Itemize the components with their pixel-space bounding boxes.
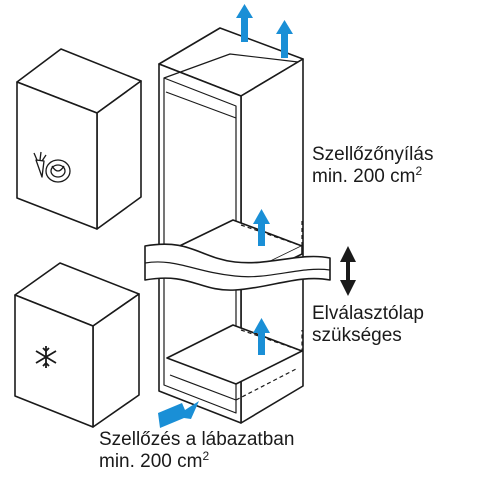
arrow-middle-icon (253, 209, 270, 246)
vegetables-icon (33, 151, 71, 183)
label-line: Szellőzőnyílás (312, 144, 434, 165)
label-line: szükséges (312, 325, 402, 346)
double-arrow-icon (340, 246, 356, 296)
snowflake-icon (35, 346, 57, 368)
label-line: Szellőzés a lábazatban (99, 429, 295, 450)
cutaway-sheet (144, 243, 331, 291)
superscript: 2 (202, 449, 210, 463)
label-base-ventilation: Szellőzés a lábazatban min. 200 cm2 (99, 429, 294, 473)
arrow-base-inlet-icon (158, 401, 199, 428)
label-line: Elválasztólap (312, 303, 424, 324)
fridge-door (16, 48, 142, 230)
arrow-top-left-icon (236, 4, 253, 42)
label-ventilation-opening: Szellőzőnyílás min. 200 cm2 (312, 144, 433, 188)
freezer-door (14, 262, 140, 428)
airflow-arrows (158, 4, 293, 428)
label-divider-required: Elválasztólap szükséges (312, 303, 424, 347)
label-line: min. 200 cm2 (99, 449, 210, 472)
label-line: min. 200 cm2 (312, 164, 423, 187)
superscript: 2 (415, 164, 423, 178)
arrow-top-right-icon (276, 20, 293, 58)
arrow-lower-icon (253, 318, 270, 355)
